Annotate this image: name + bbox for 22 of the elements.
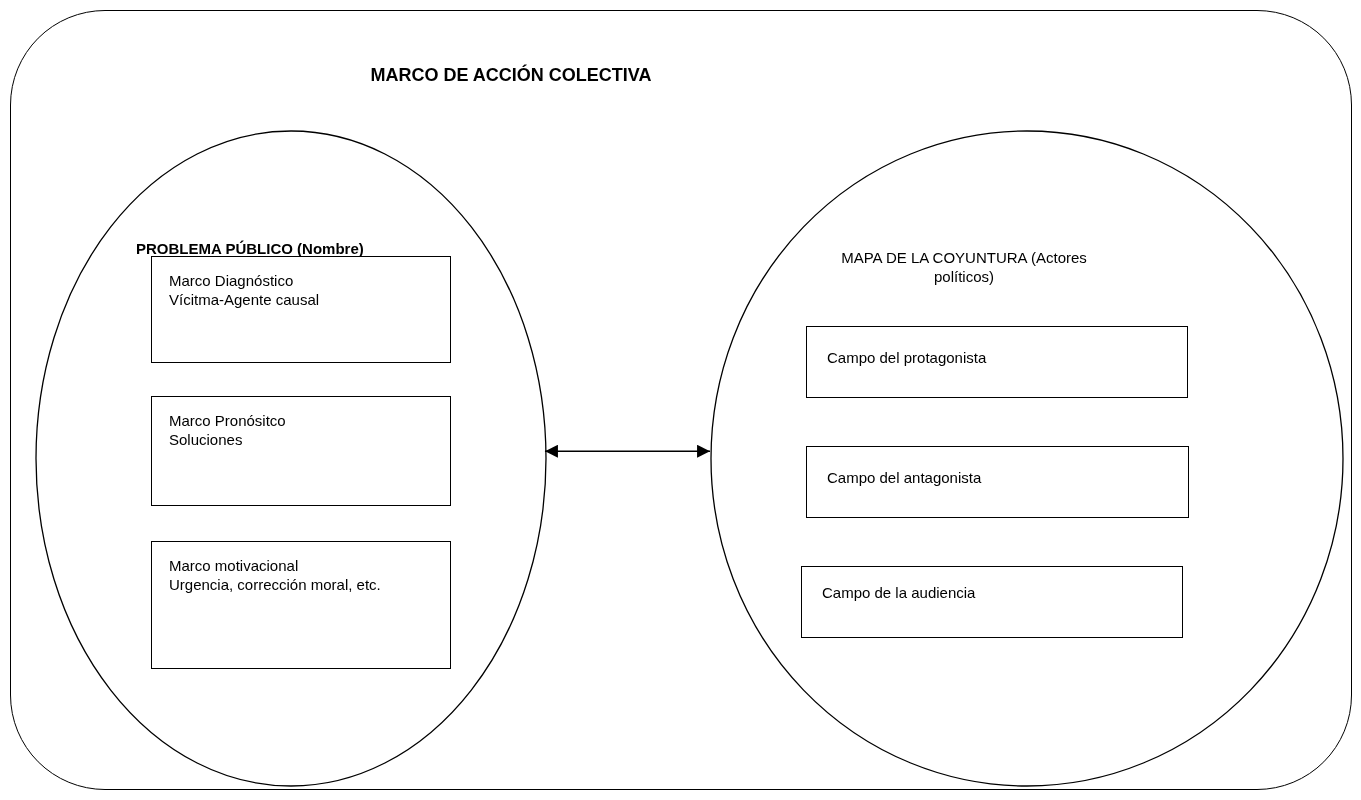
group-heading: PROBLEMA PÚBLICO (Nombre) [136, 239, 365, 258]
process-box [806, 326, 1188, 398]
process-box [806, 446, 1189, 518]
node-label: Marco Diagnóstico [169, 271, 295, 290]
node-label: Marco motivacional [169, 556, 300, 575]
node-label: Soluciones [169, 430, 244, 449]
node-label: Campo del protagonista [827, 348, 988, 367]
process-box [801, 566, 1183, 638]
node-label: Campo de la audiencia [822, 583, 977, 602]
ellipse [711, 131, 1343, 786]
process-box [151, 256, 451, 363]
group-heading: MARCO DE ACCIÓN COLECTIVA [369, 66, 653, 85]
frame [10, 10, 1352, 790]
process-box [151, 396, 451, 506]
node-label: Urgencia, corrección moral, etc. [169, 575, 382, 594]
node-label: Marco Pronósitco [169, 411, 287, 430]
double-arrow [544, 444, 711, 458]
process-box [151, 541, 451, 669]
group-heading: MAPA DE LA COYUNTURA (Actores políticos) [840, 248, 1088, 286]
ellipse [36, 131, 546, 786]
node-label: Campo del antagonista [827, 468, 983, 487]
node-label: Vícitma-Agente causal [169, 290, 321, 309]
